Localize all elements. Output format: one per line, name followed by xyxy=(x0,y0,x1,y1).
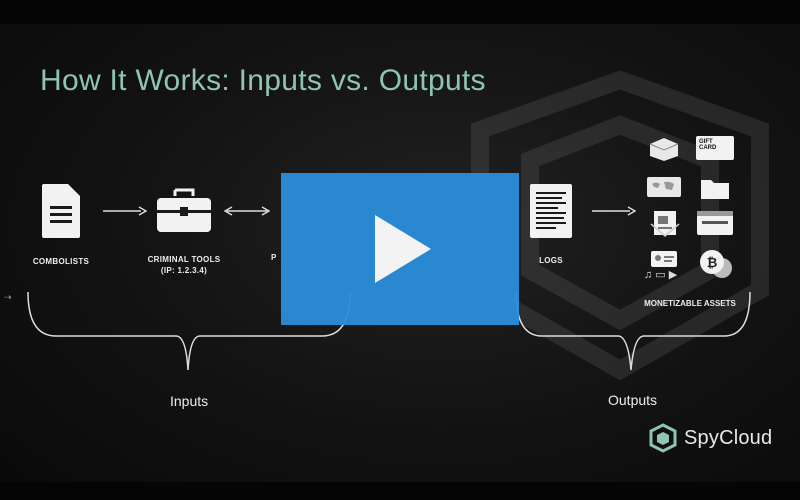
criminal-tools-ip: (IP: 1.2.3.4) xyxy=(160,266,208,275)
brand-name: SpyCloud xyxy=(684,426,773,449)
gift-card-line2: CARD xyxy=(699,145,717,151)
document-icon xyxy=(42,184,80,238)
outputs-label: Outputs xyxy=(608,392,658,408)
combolists-label: COMBOLISTS xyxy=(32,257,90,266)
logs-node: LOGS xyxy=(520,182,582,266)
log-file-icon xyxy=(530,184,572,238)
combolists-node: COMBOLISTS xyxy=(24,182,98,267)
arrow-right-2 xyxy=(592,206,636,216)
spycloud-brand: SpyCloud xyxy=(648,423,772,453)
browser-window-icon xyxy=(697,211,733,235)
arrow-bidirectional xyxy=(224,206,270,216)
outputs-brace xyxy=(515,291,751,371)
pointer-mark: ⇢ xyxy=(4,292,12,302)
criminal-tools-node: CRIMINAL TOOLS (IP: 1.2.3.4) xyxy=(145,186,223,276)
toolbox-icon xyxy=(157,188,211,232)
folder-icon xyxy=(701,180,729,199)
logs-label: LOGS xyxy=(539,256,563,265)
slide-title: How It Works: Inputs vs. Outputs xyxy=(40,64,486,97)
video-play-button[interactable] xyxy=(281,173,519,325)
bitcoin-coins-icon: ₿ xyxy=(700,250,732,278)
spycloud-logo-icon xyxy=(649,423,677,453)
play-icon xyxy=(375,215,431,283)
inputs-brace xyxy=(27,291,351,371)
gift-card-icon: GIFT CARD xyxy=(696,136,734,160)
monetizable-assets-label: MONETIZABLE ASSETS xyxy=(644,299,736,308)
gift-card-line1: GIFT xyxy=(699,139,713,145)
id-card-icon xyxy=(651,251,677,267)
criminal-tools-label: CRIMINAL TOOLS xyxy=(147,255,221,264)
mail-document-icon xyxy=(650,211,680,237)
arrow-right-1 xyxy=(103,206,147,216)
inputs-label: Inputs xyxy=(170,393,209,409)
media-icons: ♫ ▭ ▶ xyxy=(644,269,678,281)
svg-text:₿: ₿ xyxy=(707,256,718,271)
hidden-node-label: P xyxy=(271,253,277,262)
box-package-icon xyxy=(649,138,679,161)
world-map-card-icon xyxy=(647,177,681,197)
